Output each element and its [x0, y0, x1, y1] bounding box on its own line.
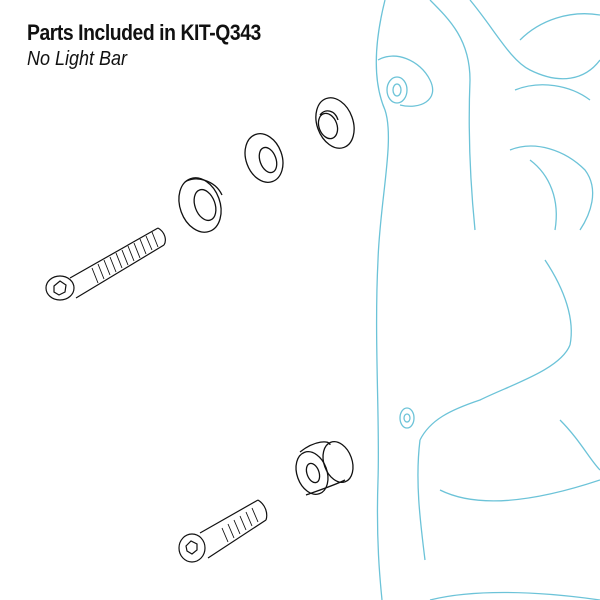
- washer-medium: [244, 133, 284, 183]
- page-subtitle: No Light Bar: [27, 48, 128, 70]
- spacer-spool: [295, 441, 354, 496]
- spacer-flanged: [315, 97, 355, 149]
- frame-outline: [375, 0, 600, 600]
- countersunk-bolt-long: [45, 227, 166, 301]
- washer-large: [178, 177, 223, 233]
- page-title: Parts Included in KIT-Q343: [27, 20, 261, 45]
- button-head-bolt-short: [178, 499, 268, 563]
